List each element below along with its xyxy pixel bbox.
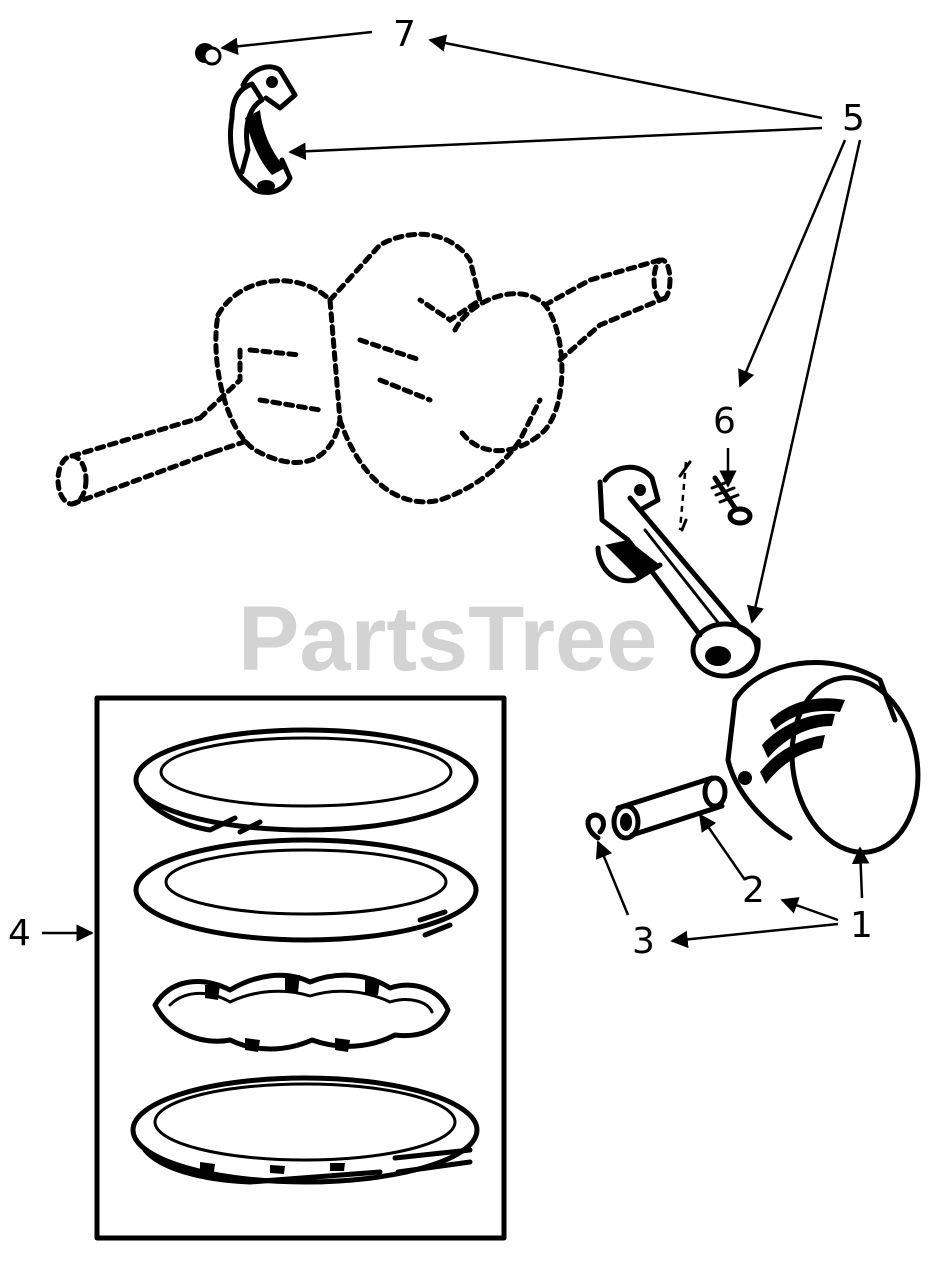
watermark-text: PartsTree xyxy=(238,588,657,690)
ring-set-box xyxy=(94,695,507,1241)
piston-pin xyxy=(611,775,728,841)
callout-7: 7 xyxy=(393,14,416,55)
rod-bolt xyxy=(710,475,753,526)
callout-3: 3 xyxy=(632,921,655,962)
leader-lines xyxy=(42,30,870,949)
nut xyxy=(195,43,222,66)
retainer-clip xyxy=(585,812,606,841)
rod-cap xyxy=(227,64,298,195)
callout-6: 6 xyxy=(713,401,736,442)
callout-4: 4 xyxy=(8,913,31,954)
callout-5: 5 xyxy=(842,98,865,139)
crankshaft-outline xyxy=(55,231,673,507)
connecting-rod xyxy=(595,460,761,679)
callout-2: 2 xyxy=(742,870,765,911)
piston xyxy=(725,660,921,855)
callout-1: 1 xyxy=(850,905,873,946)
